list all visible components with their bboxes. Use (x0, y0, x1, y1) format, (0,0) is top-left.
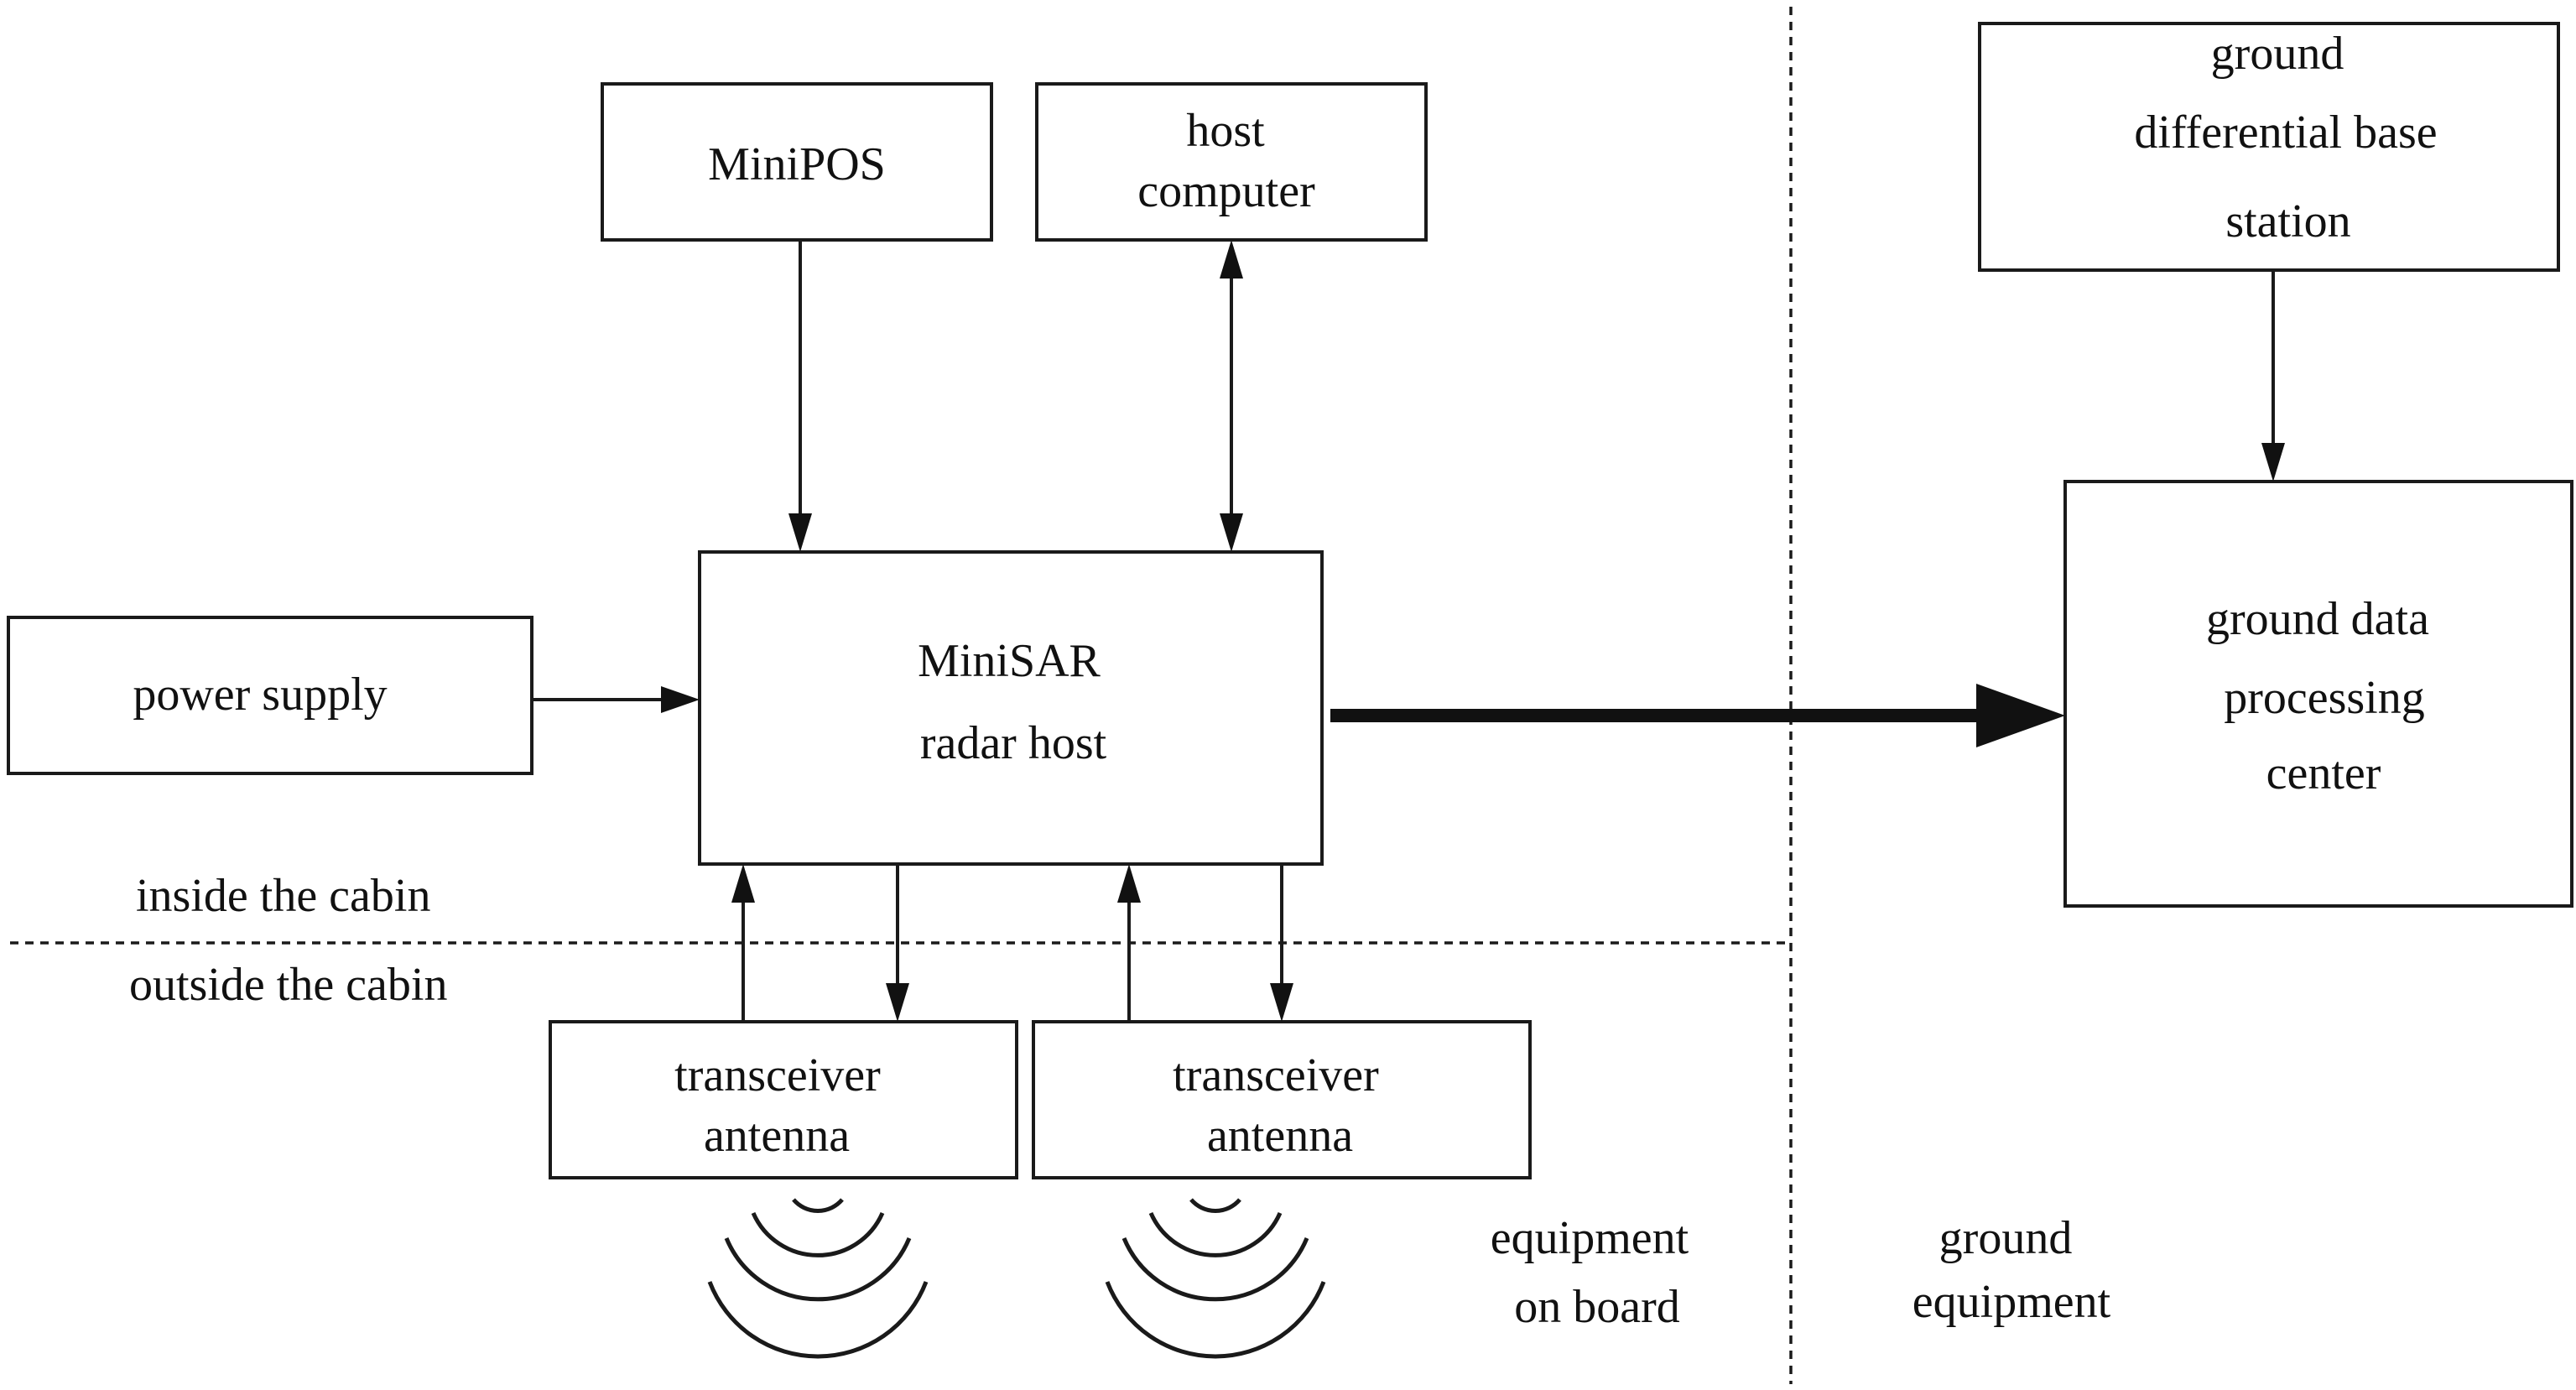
edge-antenna-2-to-radar-host (1117, 864, 1141, 1022)
ground-base-station-label-line-3: station (2225, 195, 2350, 247)
ground-equipment-label: ground equipment (1912, 1212, 2111, 1328)
svg-text:power supply: power supply (133, 669, 387, 721)
ground-processing-label-line-3: center (2266, 747, 2381, 799)
host-computer-label-line-1: host (1186, 105, 1265, 157)
antenna-box-1: transceiver antenna (549, 1020, 1018, 1179)
equipment-on-board-line-2: on board (1514, 1281, 1680, 1333)
radio-wave-icon-2 (1105, 1198, 1326, 1359)
edge-power-supply-to-radar-host (532, 686, 700, 713)
host-computer-label-line-2: computer (1137, 165, 1315, 217)
svg-text:host computer: host computer (1137, 105, 1315, 217)
minipos-label: MiniPOS (708, 138, 886, 190)
edge-radar-host-to-ground-processing (1330, 684, 2065, 747)
ground-equipment-line-2: equipment (1912, 1276, 2111, 1328)
ground-base-station-label-line-1: ground (2211, 28, 2344, 80)
outside-cabin-label: outside the cabin (129, 959, 447, 1011)
ground-processing-label-line-2: processing (2224, 672, 2425, 724)
edge-base-station-to-ground-processing (2261, 270, 2285, 482)
power-supply-label: power supply (133, 669, 387, 721)
radar-host-label-line-2: radar host (920, 717, 1107, 769)
svg-text:transceiver antenna: transceiver antenna (674, 1049, 892, 1162)
svg-text:MiniSAR radar host: MiniSAR radar host (918, 635, 1112, 769)
antenna-1-label-line-2: antenna (704, 1110, 850, 1162)
edge-radar-host-to-antenna-1 (886, 864, 909, 1022)
equipment-on-board-line-1: equipment (1491, 1212, 1689, 1264)
edge-antenna-1-to-radar-host (731, 864, 755, 1022)
antenna-box-2: transceiver antenna (1032, 1020, 1532, 1179)
ground-base-station-box: ground differential base station (1978, 22, 2560, 272)
svg-text:ground data processing: ground data processing center (2206, 593, 2441, 799)
power-supply-box: power supply (7, 616, 533, 775)
ground-base-station-label-line-2: differential base (2134, 107, 2437, 159)
inside-cabin-label: inside the cabin (136, 870, 430, 922)
antenna-2-label-line-2: antenna (1207, 1110, 1353, 1162)
antenna-2-label-line-1: transceiver (1173, 1049, 1379, 1101)
svg-text:ground differential base: ground differential base station (2134, 28, 2449, 247)
host-computer-box: host computer (1035, 82, 1428, 242)
radar-host-box: MiniSAR radar host (698, 550, 1324, 866)
edge-minipos-to-radar-host (788, 240, 812, 552)
radar-host-label-line-1: MiniSAR (918, 635, 1101, 687)
radio-wave-icon-1 (707, 1198, 929, 1359)
edge-host-computer-radar-host (1220, 240, 1243, 552)
ground-processing-box: ground data processing center (2063, 480, 2573, 908)
equipment-on-board-label: equipment on board (1491, 1212, 1700, 1333)
minipos-box: MiniPOS (601, 82, 993, 242)
edge-radar-host-to-antenna-2 (1270, 864, 1293, 1022)
ground-equipment-line-1: ground (1939, 1212, 2073, 1264)
antenna-1-label-line-1: transceiver (674, 1049, 881, 1101)
svg-text:transceiver antenna: transceiver antenna (1173, 1049, 1391, 1162)
ground-processing-label-line-1: ground data (2206, 593, 2429, 645)
svg-text:MiniPOS: MiniPOS (708, 138, 886, 190)
